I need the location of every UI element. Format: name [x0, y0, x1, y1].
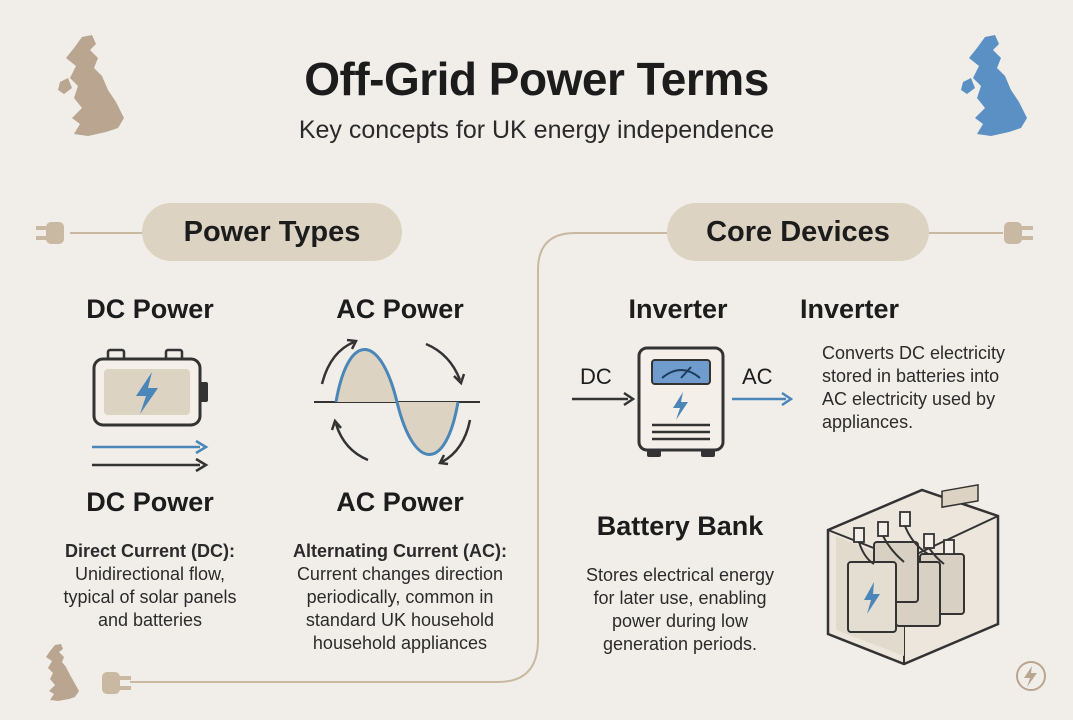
- uk-map-icon: [961, 35, 1027, 136]
- battery-icon: [92, 348, 208, 427]
- plug-icon: [102, 672, 131, 694]
- inverter-icon: [637, 346, 725, 457]
- dc-heading-bottom: DC Power: [86, 487, 214, 517]
- bolt-icon: [673, 392, 688, 420]
- dc-description: Direct Current (DC): Unidirectional flow…: [30, 540, 270, 632]
- bolt-icon: [136, 372, 158, 414]
- inverter-description-line: AC electricity used by: [822, 389, 996, 409]
- inverter-flow-arrows: [572, 391, 794, 407]
- plug-icon: [1004, 222, 1033, 244]
- page-title: Off-Grid Power Terms: [304, 53, 769, 105]
- dc-flow-arrows: [92, 439, 209, 473]
- inverter-output-label: AC: [742, 364, 773, 389]
- ac-description-line: standard UK household: [305, 610, 495, 630]
- dc-term: Direct Current (DC):: [64, 541, 235, 561]
- inverter-heading-right: Inverter: [800, 294, 900, 324]
- inverter-description-line: appliances.: [822, 412, 914, 432]
- uk-map-icon: [46, 644, 79, 701]
- section-label-core-devices: Core Devices: [667, 203, 929, 261]
- battery-bank-description-line: generation periods.: [602, 634, 758, 654]
- uk-map-icon: [58, 35, 124, 136]
- battery-bank-description-line: Stores electrical energy: [585, 565, 775, 585]
- bolt-icon: [864, 582, 880, 614]
- section-label-power-types: Power Types: [142, 203, 402, 261]
- dc-heading-top: DC Power: [86, 294, 214, 324]
- dc-description-line: typical of solar panels: [63, 587, 237, 607]
- dc-description-line: and batteries: [97, 610, 203, 630]
- battery-bank-heading: Battery Bank: [596, 511, 764, 541]
- ac-term: Alternating Current (AC):: [293, 541, 507, 561]
- ac-description-line: Current changes direction: [296, 564, 504, 584]
- battery-bank-description: Stores electrical energy for later use, …: [560, 564, 800, 656]
- ac-description-line: household appliances: [312, 633, 488, 653]
- inverter-heading-left: Inverter: [628, 294, 728, 324]
- page-subtitle: Key concepts for UK energy independence: [298, 116, 775, 144]
- battery-bank-description-line: for later use, enabling: [593, 588, 767, 608]
- dc-description-line: Unidirectional flow,: [74, 564, 226, 584]
- inverter-description-line: stored in batteries into: [822, 366, 1000, 386]
- plug-icon: [36, 222, 64, 244]
- battery-bank-icon: [826, 483, 1000, 666]
- sine-wave-icon: [314, 338, 480, 466]
- inverter-description: Converts DC electricity stored in batter…: [822, 342, 1052, 434]
- ac-description: Alternating Current (AC): Current change…: [270, 540, 530, 655]
- battery-bank-description-line: power during low: [611, 611, 749, 631]
- ac-description-line: periodically, common in: [306, 587, 494, 607]
- inverter-input-label: DC: [580, 364, 612, 389]
- inverter-description-line: Converts DC electricity: [822, 343, 1006, 363]
- ac-heading-top: AC Power: [336, 294, 464, 324]
- power-logo-icon: [1016, 661, 1046, 691]
- ac-heading-bottom: AC Power: [336, 487, 464, 517]
